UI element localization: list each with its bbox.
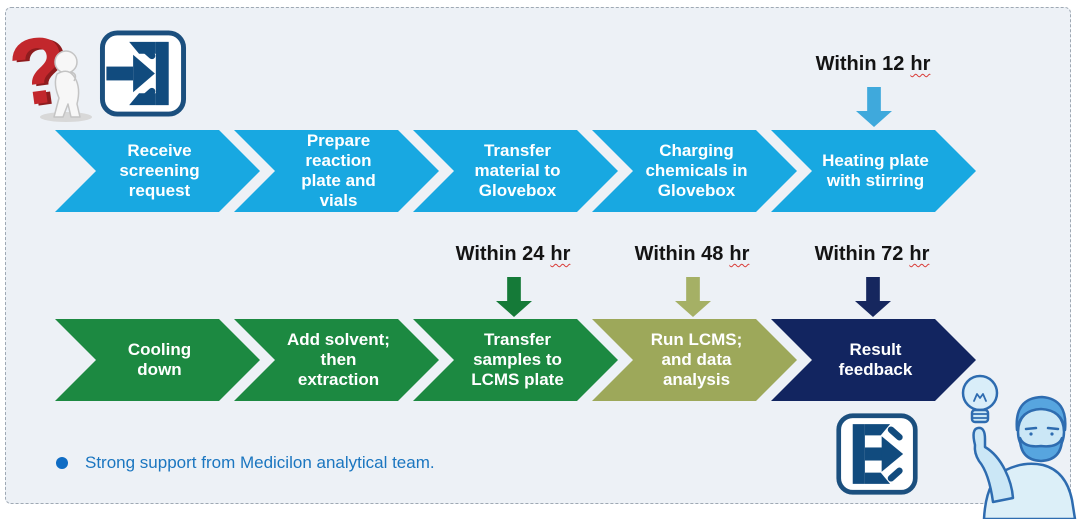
- timing-unit: hr: [909, 243, 930, 265]
- step-label: Transfer samples to LCMS plate: [471, 329, 564, 390]
- footnote: Strong support from Medicilon analytical…: [56, 453, 435, 473]
- exit-door-arrow-icon: [836, 413, 918, 495]
- timing-unit: hr: [550, 243, 571, 265]
- step-label: Receive screening request: [119, 140, 200, 201]
- timing-text: Within 12: [815, 53, 905, 75]
- bullet-icon: [56, 457, 68, 469]
- step-label: Add solvent; then extraction: [287, 329, 390, 390]
- step-label: Cooling down: [127, 339, 192, 379]
- timing-text: Within 24: [455, 243, 545, 265]
- question-mark-person-icon: ? ?: [8, 24, 92, 124]
- footnote-text: Strong support from Medicilon analytical…: [85, 453, 435, 472]
- step-label: Result feedback: [838, 339, 913, 379]
- timing-text: Within 72: [814, 243, 904, 265]
- timing-unit: hr: [729, 243, 750, 265]
- step-label: Transfer material to Glovebox: [474, 140, 561, 201]
- timing-text: Within 48: [634, 243, 724, 265]
- step-transfer-samples-lcms: Transfer samples to LCMS plate: [413, 319, 618, 401]
- step-label: Charging chemicals in Glovebox: [645, 140, 748, 201]
- timing-unit: hr: [910, 53, 931, 75]
- step-label: Heating plate with stirring: [822, 150, 929, 190]
- step-label: Run LCMS; and data analysis: [650, 329, 743, 390]
- enter-door-arrow-icon: [99, 30, 187, 117]
- step-label: Prepare reaction plate and vials: [301, 130, 376, 211]
- idea-person-lightbulb-icon: [961, 374, 1077, 519]
